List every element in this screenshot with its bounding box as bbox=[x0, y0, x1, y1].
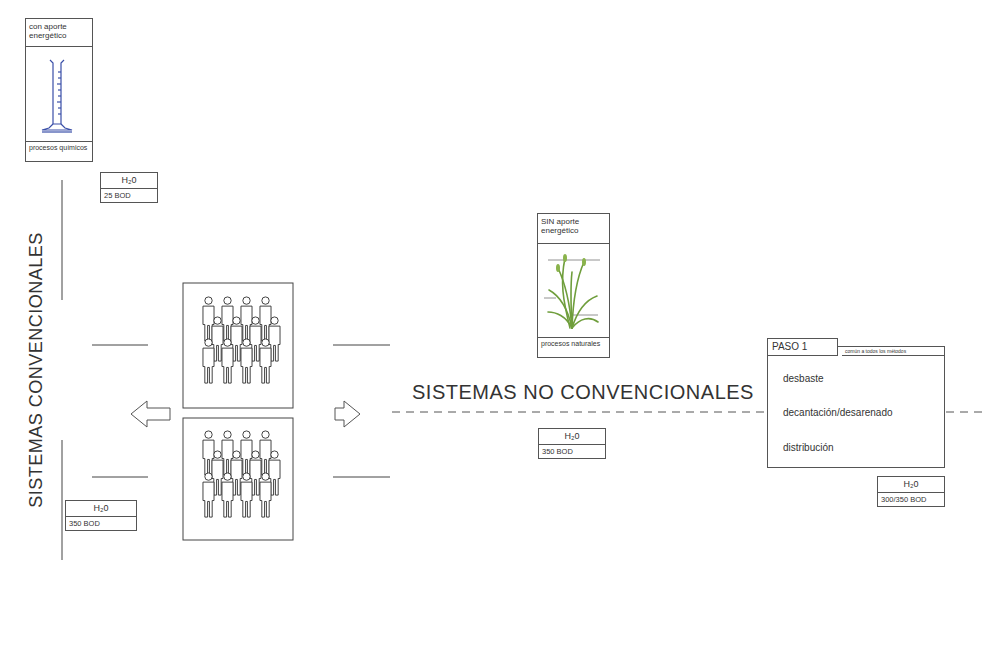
card-footer: procesos naturales bbox=[538, 337, 609, 357]
section-title: SISTEMAS NO CONVENCIONALES bbox=[412, 380, 754, 404]
bod-value: 300/350 BOD bbox=[878, 493, 944, 506]
water-label: H₂0 bbox=[101, 173, 157, 189]
bod-value: 350 BOD bbox=[539, 445, 605, 458]
bod-value: 350 BOD bbox=[66, 517, 136, 530]
process-card: con aporte energético procesos químicos bbox=[25, 18, 93, 162]
people-box bbox=[183, 418, 293, 540]
arrow-left bbox=[131, 401, 170, 427]
people-group bbox=[203, 431, 280, 517]
step-tab: PASO 1 bbox=[767, 338, 838, 356]
water-label: H₂0 bbox=[878, 477, 944, 493]
card-footer: procesos químicos bbox=[26, 141, 92, 161]
people-group bbox=[203, 297, 280, 383]
water-box: H₂0300/350 BOD bbox=[877, 476, 945, 507]
card-heading: con aporte energético bbox=[26, 19, 92, 47]
water-box: H₂025 BOD bbox=[100, 172, 158, 203]
water-box: H₂0350 BOD bbox=[65, 500, 137, 531]
card-heading: SIN aporte energético bbox=[538, 214, 609, 244]
section-title: SISTEMAS CONVENCIONALES bbox=[25, 232, 47, 508]
divider-lines bbox=[62, 180, 390, 560]
plant-icon bbox=[544, 254, 600, 328]
arrow-right bbox=[335, 401, 360, 427]
step-item: desbaste bbox=[783, 372, 824, 385]
water-label: H₂0 bbox=[539, 429, 605, 445]
cylinder-icon bbox=[42, 60, 72, 132]
step-item: distribución bbox=[783, 441, 834, 454]
step-item: decantación/desarenado bbox=[783, 406, 893, 419]
icon-area bbox=[26, 47, 92, 141]
water-box: H₂0350 BOD bbox=[538, 428, 606, 459]
people-box bbox=[183, 283, 293, 408]
step-note: común a todos los métodos bbox=[842, 347, 944, 356]
icon-area bbox=[538, 244, 609, 337]
process-card: SIN aporte energético procesos naturales bbox=[537, 213, 610, 358]
water-label: H₂0 bbox=[66, 501, 136, 517]
step-box: PASO 1común a todos los métodosdesbasted… bbox=[767, 346, 945, 468]
bod-value: 25 BOD bbox=[101, 189, 157, 202]
